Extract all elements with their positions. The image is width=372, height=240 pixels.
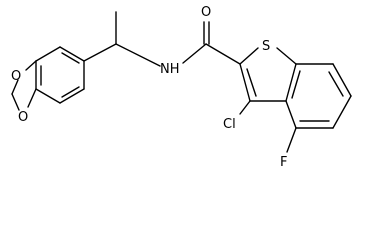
dioxole-oxygen-top-label: O <box>11 69 21 84</box>
amide-nitrogen-label: NH <box>160 62 180 77</box>
chemical-structure: O S NH Cl F O O <box>11 5 352 170</box>
chlorine-label: Cl <box>223 117 236 132</box>
carbonyl-oxygen-label: O <box>201 5 211 20</box>
fluorine-label: F <box>280 155 287 170</box>
dioxole-oxygen-bottom-label: O <box>18 110 28 125</box>
sulfur-label: S <box>262 39 270 54</box>
atom-labels: O S NH Cl F O O <box>11 5 287 170</box>
bond-lines <box>11 11 352 153</box>
